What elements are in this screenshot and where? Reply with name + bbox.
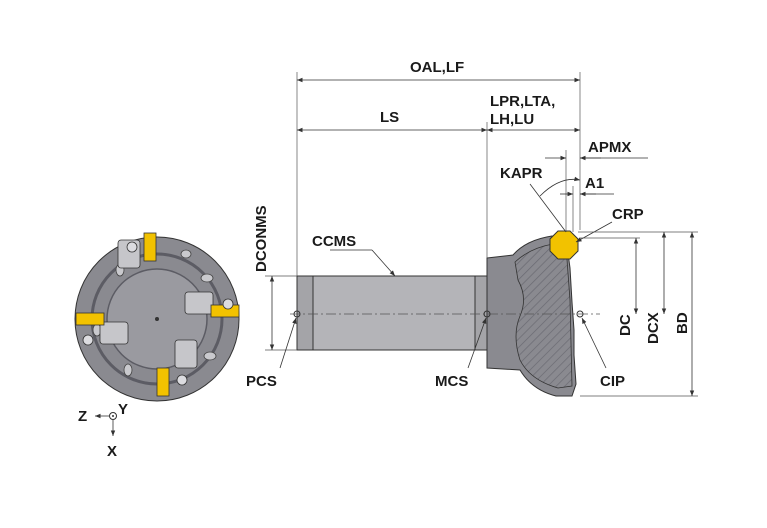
label-lh-lu: LH,LU <box>490 111 534 128</box>
label-apmx: APMX <box>588 139 631 156</box>
dimension-lines: OAL,LF LS LPR,LTA, LH,LU APMX KAPR A1 CR… <box>246 59 698 397</box>
label-lpr-lta: LPR,LTA, <box>490 93 555 110</box>
cip-point <box>576 310 584 318</box>
label-ccms: CCMS <box>312 233 356 250</box>
mcs-point <box>483 310 491 318</box>
label-kapr: KAPR <box>500 165 543 182</box>
label-dc: DC <box>617 314 634 336</box>
axis-x-label: X <box>107 443 117 460</box>
label-crp: CRP <box>612 206 644 223</box>
label-dcx: DCX <box>645 312 662 344</box>
label-dconms: DCONMS <box>253 205 270 272</box>
axis-y-label: Y <box>118 401 128 418</box>
axis-z-label: Z <box>78 408 87 425</box>
insert-screws <box>82 241 234 386</box>
label-pcs: PCS <box>246 373 277 390</box>
cutter-section-hatch <box>514 243 573 389</box>
label-mcs: MCS <box>435 373 468 390</box>
label-ls: LS <box>380 109 399 126</box>
insert-side-view <box>549 230 579 260</box>
axis-indicator: Z Y X <box>78 401 128 460</box>
label-a1: A1 <box>585 175 604 192</box>
label-bd: BD <box>674 312 691 334</box>
inserts-end-view <box>75 232 240 397</box>
label-cip: CIP <box>600 373 625 390</box>
coolant-holes <box>92 249 217 377</box>
side-view <box>290 230 600 397</box>
label-oal-lf: OAL,LF <box>410 59 464 76</box>
end-view-center <box>155 317 159 321</box>
end-view <box>74 232 240 402</box>
pcs-point <box>293 310 301 318</box>
shank <box>296 275 488 351</box>
